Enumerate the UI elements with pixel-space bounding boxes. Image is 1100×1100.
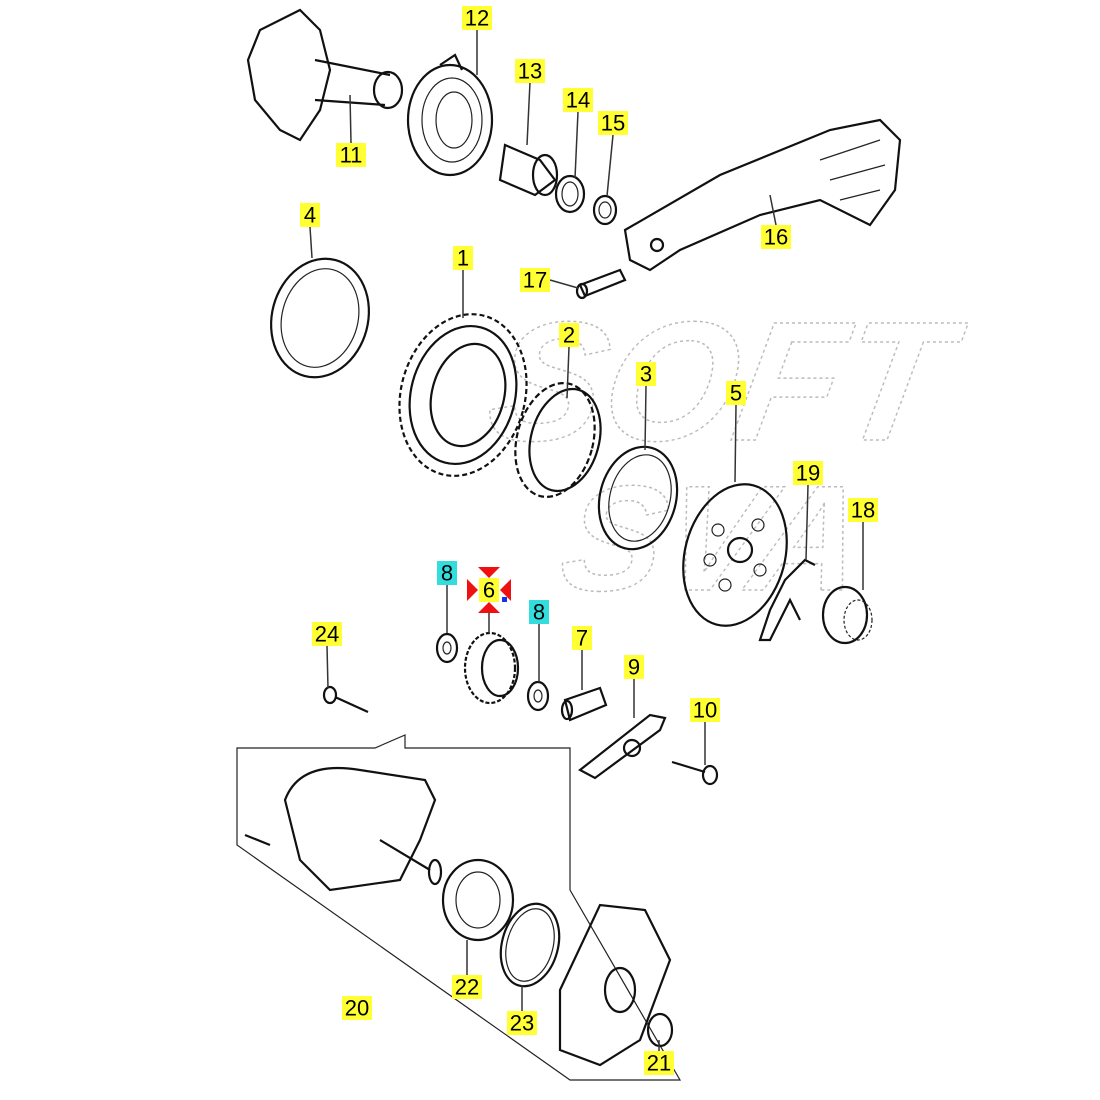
label-12[interactable]: 12 <box>462 6 492 31</box>
label-17[interactable]: 17 <box>520 268 550 293</box>
svg-text:23: 23 <box>510 1011 534 1036</box>
label-1[interactable]: 1 <box>453 246 473 271</box>
svg-text:SOFT: SOFT <box>476 287 975 477</box>
svg-text:6: 6 <box>483 578 495 603</box>
part-24-bolt <box>322 685 369 714</box>
label-13[interactable]: 13 <box>515 59 545 84</box>
svg-text:8: 8 <box>533 600 545 625</box>
label-15[interactable]: 15 <box>598 111 628 136</box>
part-5-clutch-plate <box>682 483 788 627</box>
label-7[interactable]: 7 <box>572 626 592 651</box>
selected-part-marker[interactable] <box>467 567 511 613</box>
svg-text:2: 2 <box>563 323 575 348</box>
svg-text:5: 5 <box>730 381 742 406</box>
label-6[interactable]: 6 <box>479 578 499 603</box>
watermark: SOFT SVA <box>475 286 975 623</box>
svg-text:11: 11 <box>340 143 363 168</box>
label-5[interactable]: 5 <box>726 381 746 406</box>
svg-text:4: 4 <box>304 203 316 228</box>
part-17-bolt <box>575 268 627 300</box>
label-10[interactable]: 10 <box>690 698 720 723</box>
label-23[interactable]: 23 <box>507 1011 537 1036</box>
label-9[interactable]: 9 <box>624 655 644 680</box>
part-4-ring <box>270 257 370 379</box>
part-12-spring <box>406 53 494 177</box>
label-19[interactable]: 19 <box>793 461 823 486</box>
label-4[interactable]: 4 <box>300 203 320 228</box>
label-11[interactable]: 11 <box>336 143 366 168</box>
svg-text:16: 16 <box>764 225 788 250</box>
part-19-spring-clip <box>758 558 816 642</box>
part-1-starter-ring-gear <box>398 313 528 477</box>
part-14-washer <box>554 174 586 214</box>
svg-text:13: 13 <box>518 59 542 84</box>
label-20[interactable]: 20 <box>342 996 372 1021</box>
part-23-o-ring <box>499 902 561 988</box>
part-18-pinion <box>821 585 873 645</box>
svg-text:8: 8 <box>441 561 453 586</box>
part-16-kick-lever <box>623 118 902 272</box>
part-22-brush-plate <box>441 858 515 942</box>
label-22[interactable]: 22 <box>452 975 482 1000</box>
part-21-cover <box>558 903 674 1067</box>
svg-text:19: 19 <box>796 461 820 486</box>
label-8-right[interactable]: 8 <box>529 600 549 625</box>
svg-text:24: 24 <box>315 622 339 647</box>
label-3[interactable]: 3 <box>636 362 656 387</box>
part-15-washer <box>592 194 618 226</box>
svg-text:18: 18 <box>851 498 875 523</box>
svg-text:3: 3 <box>640 362 652 387</box>
svg-text:17: 17 <box>523 268 547 293</box>
part-2-roller-cage <box>514 382 602 498</box>
svg-text:22: 22 <box>455 975 479 1000</box>
part-6-gear <box>463 631 520 705</box>
part-20-starter-motor-assembly <box>236 734 682 1081</box>
label-21[interactable]: 21 <box>644 1051 674 1076</box>
label-2[interactable]: 2 <box>559 323 579 348</box>
svg-text:15: 15 <box>601 111 625 136</box>
label-8-left[interactable]: 8 <box>437 561 457 586</box>
part-8-washer-a <box>435 632 459 664</box>
part-10-screw <box>671 760 719 786</box>
svg-text:12: 12 <box>465 6 489 31</box>
label-16[interactable]: 16 <box>761 225 791 250</box>
label-14[interactable]: 14 <box>563 88 593 113</box>
part-8-washer-b <box>526 680 550 712</box>
svg-text:9: 9 <box>628 655 640 680</box>
part-7-pin <box>560 686 608 722</box>
svg-text:10: 10 <box>693 698 717 723</box>
svg-text:20: 20 <box>345 996 369 1021</box>
svg-text:14: 14 <box>566 88 590 113</box>
label-24[interactable]: 24 <box>312 622 342 647</box>
part-3-ring <box>597 445 679 551</box>
svg-text:1: 1 <box>457 246 469 271</box>
part-9-plate <box>577 713 667 780</box>
svg-text:7: 7 <box>576 626 588 651</box>
label-18[interactable]: 18 <box>848 498 878 523</box>
part-13-bushing <box>498 143 559 197</box>
part-11-kick-starter-gear <box>246 8 404 142</box>
svg-text:21: 21 <box>647 1051 671 1076</box>
